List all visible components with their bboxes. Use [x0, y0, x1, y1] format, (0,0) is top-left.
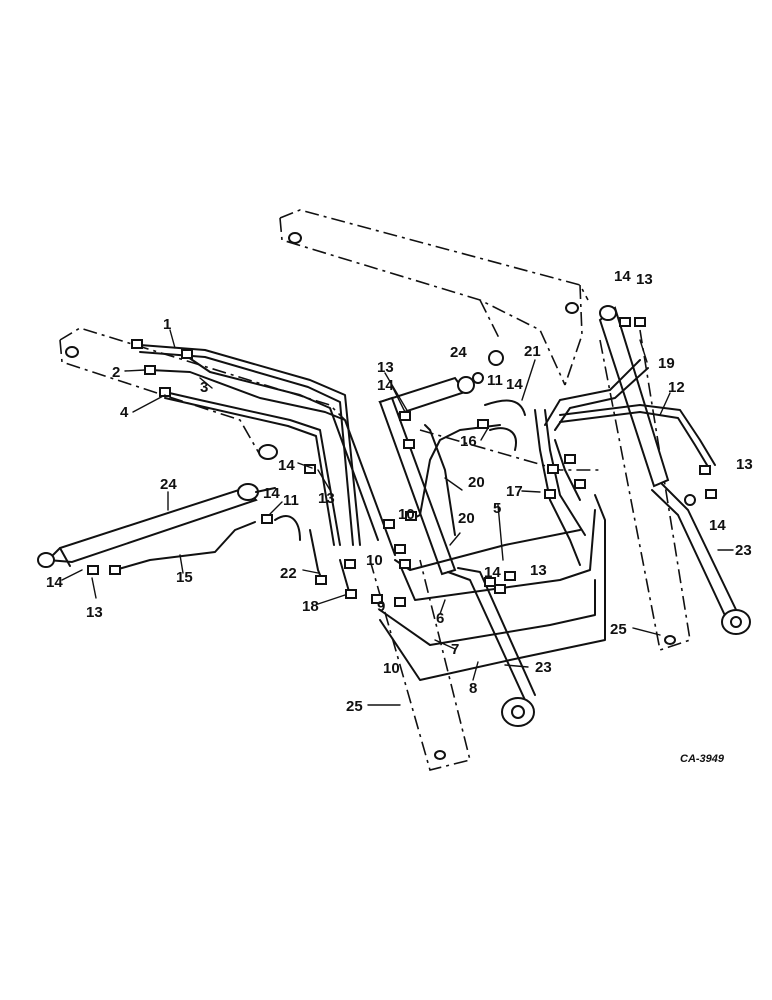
- callout-6: 6: [436, 610, 444, 627]
- hydraulic-tubes: [114, 344, 716, 681]
- callout-14-f: 14: [484, 564, 501, 581]
- callout-11-a: 11: [283, 492, 299, 509]
- leader-lines: [61, 329, 734, 706]
- cylinder-right-23: [598, 305, 751, 635]
- callout-10-a: 10: [398, 506, 415, 523]
- callout-19: 19: [658, 355, 675, 372]
- callout-14-d: 14: [377, 377, 394, 394]
- callout-24-center: 24: [450, 344, 467, 361]
- cylinder-left-24: [37, 483, 276, 568]
- callout-11-b: 11: [487, 372, 503, 389]
- callout-15: 15: [176, 569, 193, 586]
- callout-2: 2: [112, 364, 120, 381]
- callout-23-right: 23: [735, 542, 752, 559]
- callout-20-b: 20: [458, 510, 475, 527]
- callout-5: 5: [493, 500, 501, 517]
- callout-13-d: 13: [530, 562, 547, 579]
- callout-23-center: 23: [535, 659, 552, 676]
- callout-14-h: 14: [709, 517, 726, 534]
- callout-10-b: 10: [366, 552, 383, 569]
- callout-13-a: 13: [318, 490, 335, 507]
- callout-13-c: 13: [377, 359, 394, 376]
- callout-9: 9: [377, 598, 385, 615]
- callout-14-c: 14: [46, 574, 63, 591]
- fittings: [87, 317, 717, 607]
- callout-10-c: 10: [383, 660, 400, 677]
- callout-16: 16: [460, 433, 477, 450]
- callout-25-right: 25: [610, 621, 627, 638]
- callout-13-e: 13: [636, 271, 653, 288]
- callout-20-a: 20: [468, 474, 485, 491]
- callout-17: 17: [506, 483, 523, 500]
- callout-14-a: 14: [278, 457, 295, 474]
- callout-labels: 1 2 3 4 24 14 13 14 11 15 14 13 22 18 10…: [46, 268, 753, 765]
- callout-13-b: 13: [86, 604, 103, 621]
- callout-12: 12: [668, 379, 685, 396]
- callout-22: 22: [280, 565, 297, 582]
- callout-7: 7: [451, 641, 459, 658]
- callout-14-b: 14: [263, 485, 280, 502]
- callout-21: 21: [524, 343, 541, 360]
- loader-frame-phantom: [59, 209, 691, 771]
- callout-1: 1: [163, 316, 171, 333]
- callout-25-left: 25: [346, 698, 363, 715]
- callout-13-f: 13: [736, 456, 753, 473]
- callout-14-g: 14: [614, 268, 631, 285]
- callout-3: 3: [200, 379, 208, 396]
- callout-14-e: 14: [506, 376, 523, 393]
- callout-4: 4: [120, 404, 129, 421]
- callout-24-left: 24: [160, 476, 177, 493]
- cylinder-center-24: [378, 376, 536, 727]
- callout-18: 18: [302, 598, 319, 615]
- figure-code: CA-3949: [680, 753, 725, 765]
- callout-8: 8: [469, 680, 477, 697]
